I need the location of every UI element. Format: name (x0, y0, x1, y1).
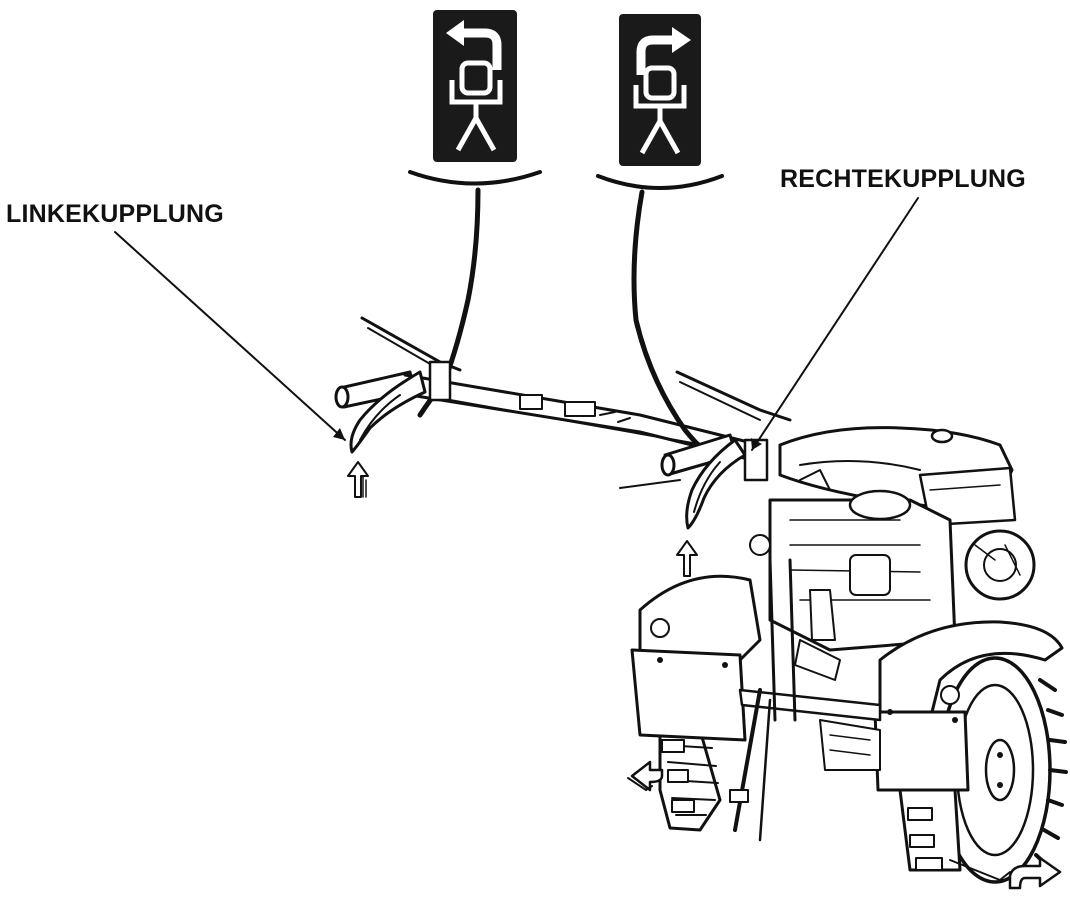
chassis (619, 479, 882, 842)
right-lever-up-arrow-icon (676, 540, 698, 577)
left-clutch-lever (349, 360, 452, 454)
left-wheel (658, 728, 722, 832)
reverse-turn-arrow-icon (627, 760, 664, 792)
right-turn-sign (596, 14, 724, 190)
right-clutch-label: RECHTEKUPPLUNG (780, 165, 1026, 193)
engine (749, 426, 1036, 652)
right-wheel (898, 656, 1068, 884)
right-clutch-leader-line (751, 197, 919, 451)
right-clutch-lever (685, 438, 769, 530)
left-clutch-leader-line (114, 231, 346, 441)
left-turn-sign (408, 10, 542, 186)
handlebar (334, 316, 792, 477)
left-lever-up-arrow-icon (347, 461, 369, 498)
forward-turn-arrow-icon (1008, 856, 1062, 890)
left-fender (630, 574, 762, 742)
tiller-pictogram-icon (449, 60, 503, 152)
left-clutch-label: LINKEKUPPLUNG (6, 200, 224, 228)
tiller-pictogram-icon (633, 65, 687, 155)
